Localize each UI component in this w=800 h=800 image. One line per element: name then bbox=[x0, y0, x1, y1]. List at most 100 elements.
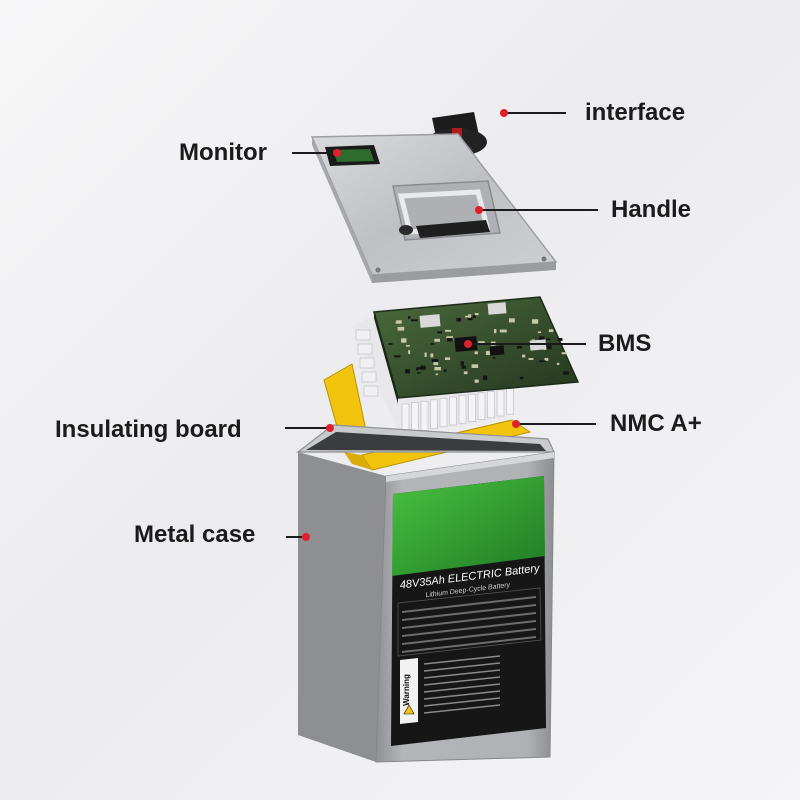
pcb-component bbox=[537, 331, 542, 334]
bms-board bbox=[373, 296, 580, 404]
pcb-component bbox=[494, 329, 497, 334]
pcb-component bbox=[444, 357, 451, 360]
pcb-component bbox=[417, 367, 425, 370]
pcb-component bbox=[410, 319, 418, 322]
dot-insulating bbox=[326, 424, 334, 432]
monitor-display bbox=[325, 145, 380, 166]
pcb-component bbox=[446, 338, 453, 342]
pcb-component bbox=[463, 371, 468, 375]
pcb-component bbox=[546, 338, 551, 341]
pcb-component bbox=[474, 379, 479, 383]
pcb-component bbox=[528, 358, 534, 360]
lid-plate bbox=[310, 133, 558, 283]
pcb-component bbox=[397, 326, 405, 331]
pcb-component bbox=[482, 375, 488, 380]
pcb-component bbox=[519, 376, 524, 380]
cell bbox=[439, 398, 448, 428]
dot-interface bbox=[500, 109, 508, 117]
pcb-component bbox=[467, 317, 473, 321]
pcb-component bbox=[461, 365, 467, 369]
callout-leaders bbox=[285, 109, 598, 541]
pcb-component bbox=[538, 336, 545, 341]
pcb-component bbox=[539, 360, 546, 362]
pcb-component bbox=[405, 345, 410, 347]
label-warning: Warning bbox=[402, 674, 411, 706]
pcb-component bbox=[396, 320, 402, 324]
pcb-component bbox=[417, 372, 421, 374]
label-spec-line bbox=[401, 620, 537, 637]
pcb-component bbox=[456, 317, 462, 322]
label-warning-line bbox=[423, 655, 501, 665]
pcb-component bbox=[446, 336, 453, 340]
pcb-component bbox=[561, 352, 567, 355]
label-spec-line bbox=[401, 636, 537, 653]
pcb-component bbox=[430, 353, 434, 358]
pcb-component bbox=[544, 357, 549, 361]
pcb-component bbox=[471, 364, 479, 368]
pcb-component bbox=[443, 369, 447, 373]
callout-monitor: Monitor bbox=[179, 139, 267, 166]
cell bbox=[477, 392, 486, 420]
pcb-component bbox=[405, 369, 410, 374]
cell bbox=[430, 399, 438, 429]
label-spec-line bbox=[401, 604, 537, 621]
dot-handle bbox=[475, 206, 483, 214]
label-warning-line bbox=[423, 683, 501, 693]
pcb-component bbox=[430, 343, 435, 345]
pcb-component bbox=[474, 313, 479, 316]
metal-case: 48V35Ah ELECTRIC Battery Lithium Deep-Cy… bbox=[296, 424, 555, 763]
label-spec-line bbox=[401, 596, 537, 613]
cell bbox=[496, 389, 505, 417]
pcb-component bbox=[472, 315, 476, 319]
pcb-component bbox=[546, 345, 552, 350]
cell bbox=[458, 395, 467, 424]
pcb-component bbox=[499, 329, 507, 333]
cell-end bbox=[357, 343, 373, 355]
pcb-component bbox=[468, 314, 472, 318]
pcb-component bbox=[424, 352, 427, 357]
cell bbox=[487, 391, 495, 419]
cell-end bbox=[359, 357, 375, 369]
dot-metal-case bbox=[302, 533, 310, 541]
pcb-component bbox=[431, 359, 439, 362]
dot-monitor bbox=[333, 149, 341, 157]
pcb-component bbox=[485, 351, 490, 356]
pcb-component bbox=[531, 319, 539, 324]
pcb-component bbox=[516, 345, 522, 349]
pcb-component bbox=[394, 355, 401, 358]
product-label: 48V35Ah ELECTRIC Battery Lithium Deep-Cy… bbox=[391, 476, 546, 746]
pcb-component bbox=[434, 367, 441, 371]
label-warning-line bbox=[423, 662, 501, 672]
cell-end bbox=[355, 329, 371, 341]
pcb-component bbox=[563, 371, 569, 375]
cell bbox=[449, 396, 457, 426]
pcb-component bbox=[434, 338, 440, 342]
callout-metal-case: Metal case bbox=[134, 521, 256, 548]
pcb-component bbox=[401, 338, 407, 343]
pcb-component bbox=[508, 318, 515, 323]
cell bbox=[468, 393, 476, 422]
pcb-component bbox=[557, 338, 563, 341]
cell bbox=[506, 388, 514, 415]
pcb-component bbox=[548, 329, 554, 333]
pcb-component bbox=[435, 373, 438, 376]
pcb-component bbox=[433, 362, 439, 366]
handle bbox=[392, 180, 501, 241]
label-warning-line bbox=[423, 690, 501, 700]
callout-insulating-board: Insulating board bbox=[55, 416, 242, 443]
cell bbox=[420, 400, 429, 431]
pcb-component bbox=[465, 315, 470, 318]
pcb-component bbox=[556, 362, 560, 365]
dot-nmc bbox=[512, 420, 520, 428]
pcb-component bbox=[492, 357, 496, 359]
dot-bms bbox=[464, 340, 472, 348]
label-warning-line bbox=[423, 676, 501, 686]
label-spec-line bbox=[401, 628, 537, 645]
label-warning-line bbox=[423, 669, 501, 679]
label-spec-line bbox=[401, 612, 537, 629]
label-warning-line bbox=[423, 697, 501, 707]
pcb-component bbox=[478, 341, 485, 345]
callout-nmc: NMC A+ bbox=[610, 410, 702, 437]
callout-interface: interface bbox=[585, 99, 686, 126]
